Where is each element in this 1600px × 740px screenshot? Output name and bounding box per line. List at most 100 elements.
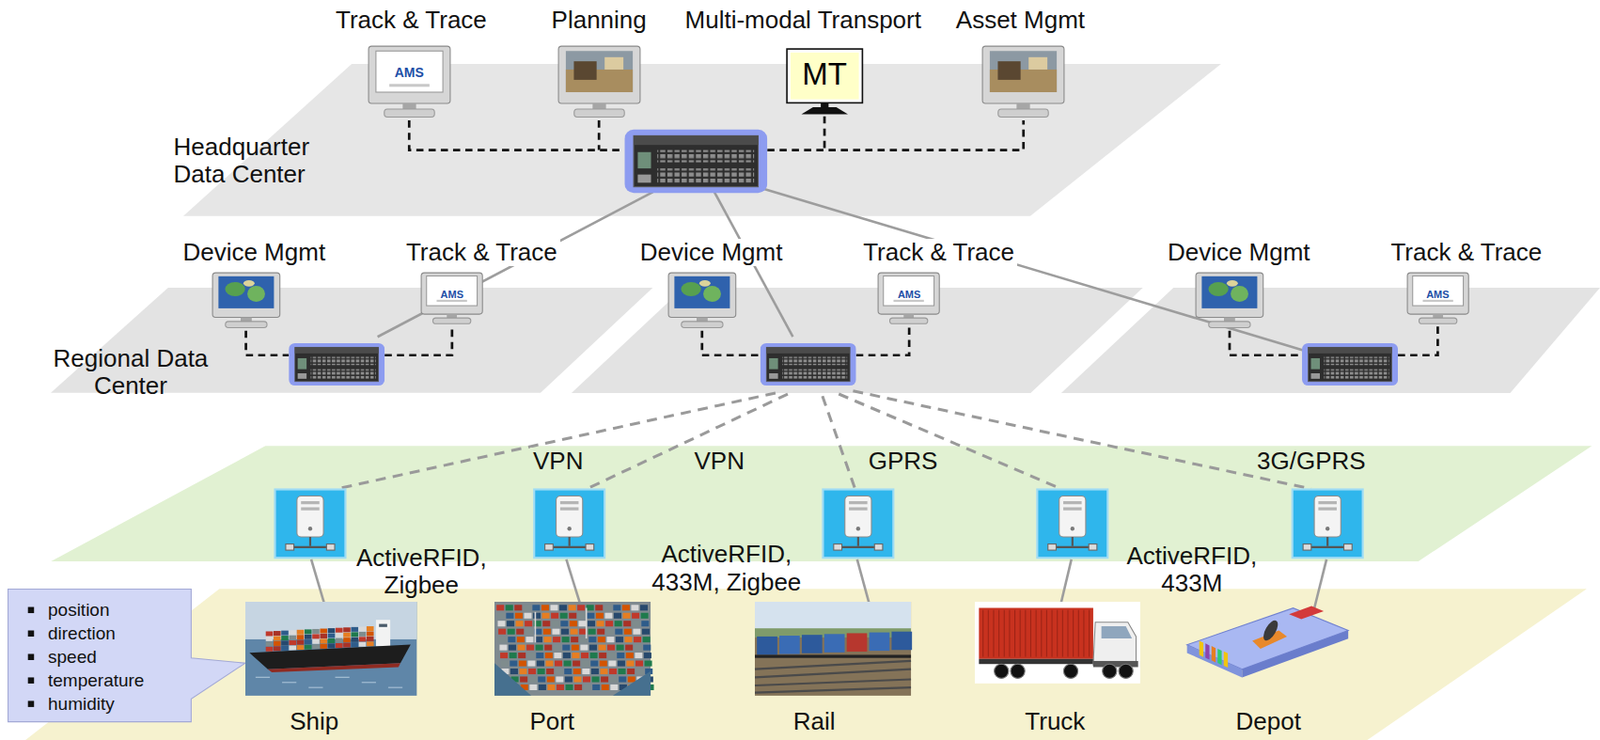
container [272,636,281,642]
text-holder: Track & Trace [1387,238,1545,267]
container [520,676,529,683]
monitor-frame [212,272,281,317]
container [635,660,644,667]
container [507,628,516,635]
container [627,668,636,675]
container [606,621,614,628]
text-holder: Device Mgmt [1164,238,1314,267]
monitor-label: Multi-modal Transport [682,6,925,34]
container [627,660,635,667]
rail-container [892,631,913,651]
text-holder: Planning [549,6,650,34]
truck-wheel [1118,664,1133,679]
container [501,652,509,659]
wan-link [822,395,856,489]
regional-plane [571,287,1144,393]
field-link [311,559,325,605]
container [611,684,619,691]
monitor-screen [426,275,478,306]
container [533,605,541,612]
link-label: GPRS [865,447,942,475]
callout-box [7,589,245,722]
container [343,638,351,644]
monitor-stand [890,317,928,324]
callout-item: temperature [47,670,144,691]
container [535,644,544,651]
screen-text: MT [801,57,848,93]
container-rib [982,610,984,658]
monitor-stand [1418,317,1457,324]
text-holder: MT [801,57,848,93]
link-label: VPN [530,447,586,475]
protocol-label: ActiveRFID, 433M, Zigbee [643,540,809,596]
wave [334,676,349,678]
container [570,628,579,635]
callout-item: humidity [47,693,115,714]
container-rib [1008,610,1010,658]
transport-asset-shape [245,601,417,696]
container [538,684,547,691]
gateway-icon [822,488,894,558]
container [560,612,568,619]
container [519,668,528,675]
container [272,646,281,652]
monitor-stand [224,321,267,329]
protocol-label: ActiveRFID, 433M [1109,542,1274,597]
container [569,621,578,628]
container [641,612,649,619]
container [343,643,351,648]
monitor-screen [565,50,633,93]
switch-icon [624,129,768,193]
container [546,660,554,667]
container [272,641,281,646]
container [312,634,320,640]
container [582,676,591,683]
text-holder: Track & Trace [860,238,1018,267]
container [327,643,335,649]
text-holder: Port [529,707,575,736]
container [580,644,589,651]
monitor-label: Planning [549,6,650,34]
crane [534,611,537,644]
wave [308,687,323,689]
container [365,626,374,631]
container [624,628,632,635]
rail-container [756,636,778,656]
info-callout-shape [7,588,246,722]
asset-label: Rail [793,707,836,736]
text-holder: AMS [1426,284,1449,302]
container [498,621,506,628]
switch-icon [288,343,385,386]
truck-window [1100,626,1132,639]
monitor-label: Track & Trace [403,238,561,267]
container [635,652,644,659]
container-rib [1045,610,1047,658]
callout-item: speed [47,646,97,667]
truck-container [978,608,1094,659]
container [633,628,642,635]
container [606,628,614,635]
container [568,605,577,612]
container [530,684,538,691]
monitor-label: Device Mgmt [1164,238,1314,267]
container [643,652,652,659]
monitor-label: Device Mgmt [637,238,786,267]
lan-wire [1397,326,1438,355]
rail-track [754,660,911,670]
container [565,684,574,691]
container [583,684,592,691]
field-link [1314,559,1327,609]
container [582,668,591,675]
text-holder: Truck [1024,707,1085,736]
bullet-mark [27,701,34,708]
container [499,628,507,635]
container [563,652,571,659]
info-callout: positiondirectionspeedtemperaturehumidit… [7,588,246,722]
container [554,652,563,659]
field-link [857,559,870,605]
container [561,621,569,628]
container [545,644,553,651]
container [312,644,320,650]
container [605,612,613,619]
monitor-frame [982,46,1065,104]
